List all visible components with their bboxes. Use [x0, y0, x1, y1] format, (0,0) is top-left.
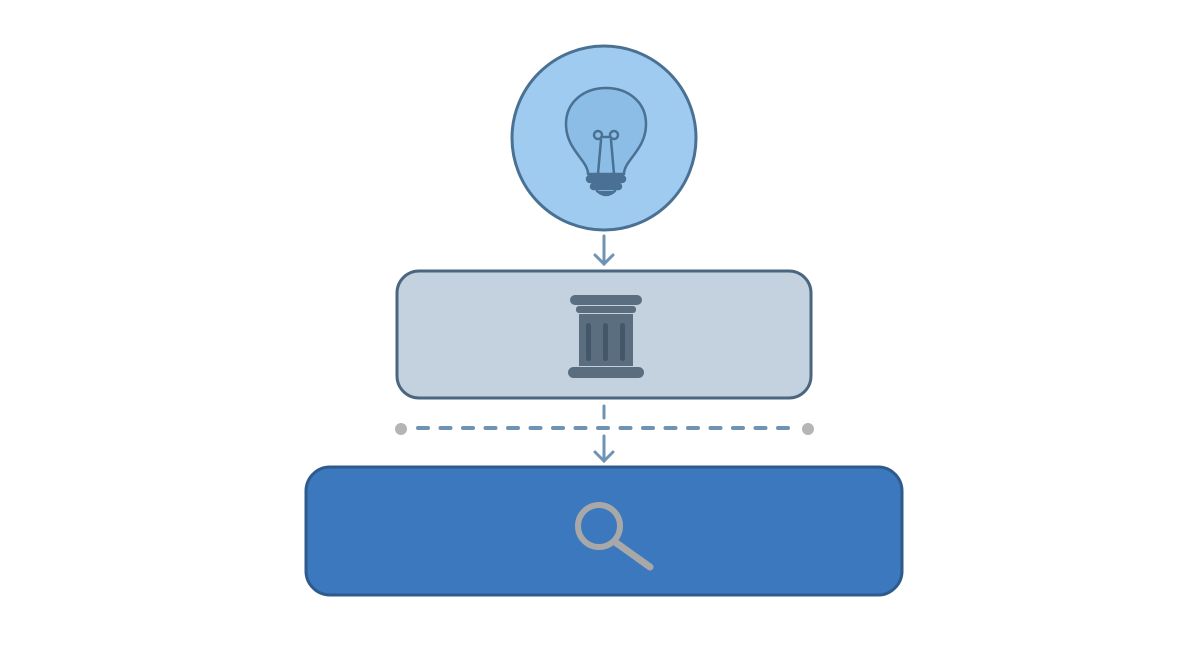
arrow-idea-to-institution [593, 234, 615, 267]
pillar-icon [568, 295, 644, 378]
arrow-institution-to-search [593, 434, 615, 464]
divider-dot-left [395, 423, 407, 435]
magnifier-icon [575, 502, 654, 571]
idea-node [510, 44, 698, 232]
institution-node [395, 269, 813, 400]
divider [395, 404, 814, 435]
lightbulb-icon [564, 86, 648, 197]
search-node [304, 465, 904, 597]
divider-dot-right [802, 423, 814, 435]
